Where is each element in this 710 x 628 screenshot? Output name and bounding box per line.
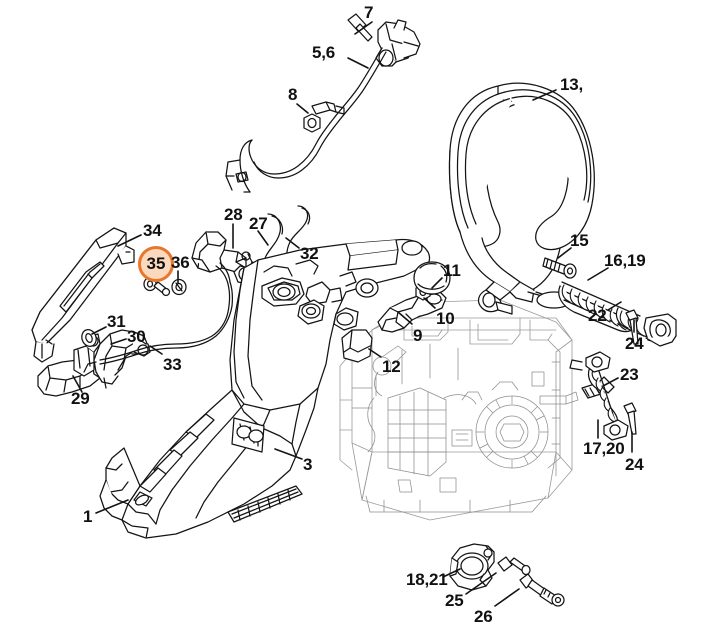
leader-line xyxy=(602,377,619,387)
leader-line xyxy=(72,375,83,393)
leader-line xyxy=(274,448,303,460)
part-spring-retainer-22 xyxy=(615,307,677,347)
callout-30: 30 xyxy=(127,327,146,346)
callout-11: 11 xyxy=(443,261,461,280)
callout-13: 13, xyxy=(560,75,584,94)
part-cap-12 xyxy=(341,329,373,363)
leader-line xyxy=(607,301,622,311)
part-front-handle-bar xyxy=(448,82,595,315)
callout-10: 10 xyxy=(436,309,455,328)
part-bearing-plate-18-21 xyxy=(449,543,495,591)
leader-line xyxy=(296,103,309,114)
callout-18-21: 18,21 xyxy=(406,570,448,589)
leader-line xyxy=(442,568,461,578)
leader-line xyxy=(149,345,163,355)
callout-22: 22 xyxy=(588,306,607,325)
leader-line xyxy=(285,237,300,249)
callout-31: 31 xyxy=(107,312,126,331)
callout-7: 7 xyxy=(364,3,374,22)
callout-15: 15 xyxy=(570,231,589,250)
part-washer-36 xyxy=(171,278,187,296)
callout-36: 36 xyxy=(171,253,190,272)
leader-line xyxy=(423,297,436,309)
part-screw-15 xyxy=(542,257,577,279)
leader-line xyxy=(354,21,373,35)
leader-line xyxy=(465,572,497,595)
leader-line xyxy=(397,311,413,325)
callout-5-6: 5,6 xyxy=(312,43,336,62)
leader-line xyxy=(95,499,129,514)
part-ring-small xyxy=(355,278,379,298)
callout-24: 24 xyxy=(625,455,644,474)
callout-16-19: 16,19 xyxy=(604,251,646,270)
callout-29: 29 xyxy=(71,389,90,408)
leader-line xyxy=(110,338,127,345)
part-nut-8 xyxy=(303,113,321,133)
callout-33: 33 xyxy=(163,355,182,374)
part-throttle-mount xyxy=(375,19,421,67)
leader-line xyxy=(91,326,107,335)
callout-24: 24 xyxy=(625,334,644,353)
callout-1: 1 xyxy=(83,507,93,526)
part-rear-handle-cover xyxy=(31,227,135,363)
leader-line xyxy=(494,588,520,607)
callout-9: 9 xyxy=(413,326,423,345)
callout-34: 34 xyxy=(143,221,162,240)
callout-12: 12 xyxy=(382,357,401,376)
part-choke-rod-33 xyxy=(83,262,234,373)
part-throttle-cable xyxy=(225,47,387,193)
part-screw-24-lower xyxy=(623,402,637,435)
part-tank-housing xyxy=(99,447,141,521)
callout-26: 26 xyxy=(474,607,493,626)
leader-line xyxy=(257,230,269,246)
part-screw-7 xyxy=(347,13,373,42)
leader-line xyxy=(431,277,443,289)
leader-line xyxy=(117,234,142,247)
leader-line xyxy=(532,89,557,101)
callout-23: 23 xyxy=(620,365,639,384)
callout-28: 28 xyxy=(224,205,243,224)
part-screw-26 xyxy=(519,573,565,607)
callout-17-20: 17,20 xyxy=(583,439,625,458)
callout-3: 3 xyxy=(303,455,313,474)
callout-25: 25 xyxy=(445,591,464,610)
callout-32: 32 xyxy=(300,244,319,263)
highlight-part-number: 35 xyxy=(146,254,166,273)
leader-line xyxy=(368,348,382,358)
leader-line xyxy=(587,267,609,281)
part-bushing-11 xyxy=(413,261,451,295)
callout-8: 8 xyxy=(288,85,298,104)
callout-27: 27 xyxy=(249,214,268,233)
leader-line xyxy=(347,57,369,69)
part-spring-17-20 xyxy=(569,351,629,441)
highlight-ring-part-35[interactable] xyxy=(138,246,174,282)
leader-line xyxy=(557,247,572,259)
part-screw-25 xyxy=(497,556,531,576)
part-handle-housing xyxy=(121,238,431,539)
